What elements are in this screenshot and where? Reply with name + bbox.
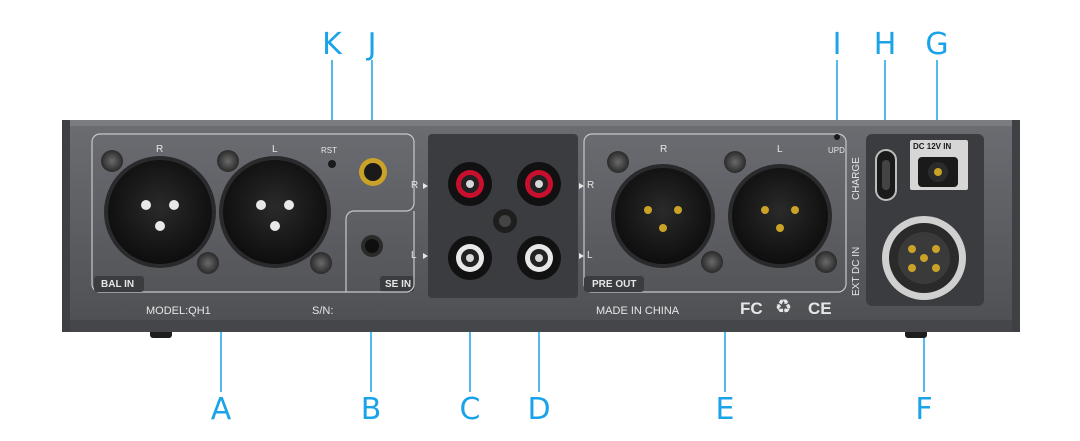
- xlr-pre-out-left[interactable]: [728, 164, 832, 268]
- xlr-bal-in-left[interactable]: [219, 156, 331, 268]
- upd-button[interactable]: [834, 134, 840, 140]
- callout-h: H: [873, 27, 897, 62]
- rca-in-left[interactable]: [448, 236, 492, 280]
- model-label: MODEL:QH1: [146, 305, 211, 317]
- callout-f: F: [915, 392, 933, 427]
- pre-out-l-label: L: [777, 144, 783, 155]
- jack-se-in[interactable]: [361, 235, 383, 257]
- rca-direction-arrows: [423, 183, 584, 259]
- rst-label: RST: [321, 146, 337, 155]
- rca-l-side-label: L: [411, 250, 417, 261]
- pre-out-r-label: R: [660, 144, 668, 155]
- rca-in-right[interactable]: [448, 162, 492, 206]
- screws-bal-in: [101, 150, 332, 274]
- xlr-pre-out-right[interactable]: [611, 164, 715, 268]
- rca-out-right[interactable]: [517, 162, 561, 206]
- ext-dc-in-label: EXT DC IN: [851, 246, 862, 296]
- rca-r-side-label: R: [411, 180, 419, 191]
- bal-in-r-label: R: [156, 144, 164, 155]
- ext-dc-in-connector[interactable]: [882, 216, 966, 300]
- fc-mark-icon: FC: [740, 299, 763, 318]
- callout-e: E: [715, 392, 735, 427]
- jack-6-35mm[interactable]: [359, 158, 387, 186]
- callout-d: D: [527, 392, 551, 427]
- chassis-right-edge: [1012, 120, 1020, 332]
- serial-number-label: S/N:: [312, 305, 334, 317]
- bal-in-section-outline: [91, 133, 415, 293]
- se-in-section-outline: [346, 211, 415, 293]
- pre-out-l-side-label: L: [587, 250, 593, 261]
- bal-in-tab: [94, 276, 144, 292]
- pre-out-r-side-label: R: [587, 180, 595, 191]
- callout-j: J: [367, 27, 377, 62]
- usb-c-charge-port[interactable]: [875, 149, 897, 201]
- pre-out-tab: [584, 276, 644, 292]
- bal-in-l-label: L: [272, 144, 278, 155]
- callout-g: G: [925, 27, 949, 62]
- chassis-bottom-edge: [62, 320, 1020, 332]
- xlr-bal-in-right[interactable]: [104, 156, 216, 268]
- callout-c: C: [459, 392, 481, 427]
- dc-12v-in-label: DC 12V IN: [913, 142, 952, 151]
- callout-a: A: [210, 392, 232, 427]
- upd-label: UPD: [828, 146, 845, 155]
- made-in-label: MADE IN CHINA: [596, 305, 680, 317]
- screws-pre-out: [607, 151, 837, 273]
- charge-label: CHARGE: [851, 157, 862, 200]
- pre-out-section-outline: [583, 133, 847, 293]
- callout-k: K: [322, 27, 342, 62]
- rca-ground-screw: [493, 209, 517, 233]
- rst-button[interactable]: [328, 160, 336, 168]
- recycle-icon: ♻: [775, 296, 793, 318]
- pre-out-label: PRE OUT: [592, 279, 637, 290]
- callout-b: B: [360, 392, 382, 427]
- ce-mark-icon: CE: [808, 299, 832, 318]
- rca-out-left[interactable]: [517, 236, 561, 280]
- dc-12v-in-port[interactable]: [918, 157, 958, 187]
- chassis-left-edge: [62, 120, 70, 332]
- callout-i: I: [832, 27, 842, 62]
- chassis-top-edge: [62, 120, 1020, 126]
- bal-in-label: BAL IN: [101, 279, 135, 290]
- se-in-label: SE IN: [385, 279, 412, 290]
- se-in-tab: [380, 276, 414, 292]
